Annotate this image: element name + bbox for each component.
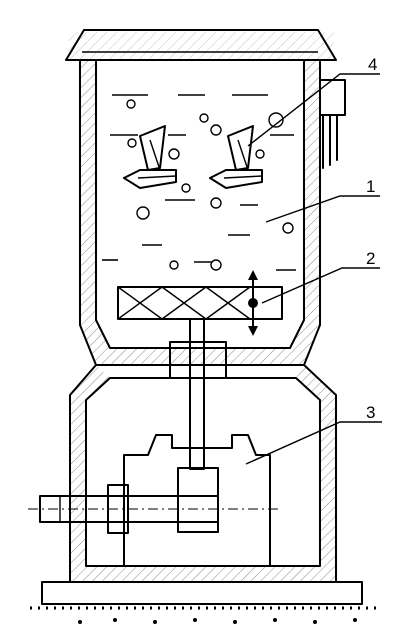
blade-left: [123, 125, 177, 189]
foundation: [30, 581, 378, 624]
piston-disc: [117, 270, 283, 336]
label-1: 1: [366, 177, 375, 196]
bubbles: [126, 99, 294, 271]
blade-right: [209, 125, 263, 189]
label-2: 2: [366, 249, 375, 268]
tank-lid: [65, 29, 337, 61]
label-4: 4: [368, 55, 377, 74]
tank-body: [79, 59, 321, 366]
outlet-pipe: [319, 79, 346, 169]
drive-housing: [28, 434, 280, 567]
liquid-surface: [102, 94, 296, 271]
drive-shaft: [169, 318, 227, 470]
label-3: 3: [366, 403, 375, 422]
leader-lines: [245, 73, 382, 465]
